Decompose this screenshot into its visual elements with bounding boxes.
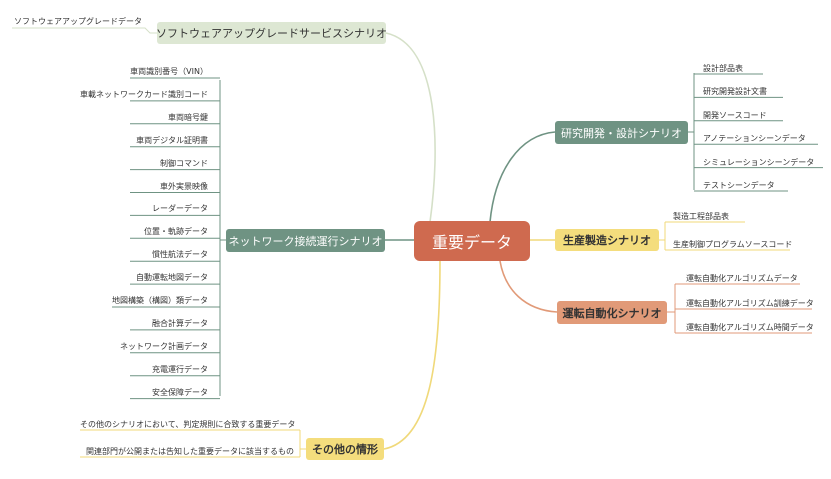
leaf-rnd-design-2[interactable]: 開発ソースコード	[703, 110, 767, 120]
leaf-network-operation-12[interactable]: ネットワーク計画データ	[120, 341, 208, 351]
leaf-autonomous-2[interactable]: 運転自動化アルゴリズム時間データ	[686, 323, 814, 332]
leaf-software-upgrade-data[interactable]: ソフトウェアアップグレードデータ	[14, 17, 142, 26]
leaf-autonomous-1[interactable]: 運転自動化アルゴリズム訓練データ	[686, 299, 814, 308]
leaf-network-operation-1[interactable]: 車載ネットワークカード識別コード	[80, 89, 208, 99]
leaf-network-operation-13[interactable]: 充電運行データ	[152, 364, 208, 374]
branch-software-upgrade[interactable]: ソフトウェアアップグレードサービスシナリオ	[156, 22, 387, 44]
leaf-network-operation-9[interactable]: 自動運転地図データ	[136, 273, 208, 283]
leaf-rnd-design-5[interactable]: テストシーンデータ	[703, 181, 775, 190]
branch-other[interactable]: その他の情形	[306, 438, 384, 460]
leaf-network-operation-11[interactable]: 融合計算データ	[152, 318, 208, 328]
leaf-autonomous-0[interactable]: 運転自動化アルゴリズムデータ	[686, 274, 798, 283]
leaf-manufacturing-1[interactable]: 生産制御プログラムソースコード	[673, 240, 793, 249]
leaf-rnd-design-1[interactable]: 研究開発設計文書	[703, 87, 767, 97]
branch-rnd-design[interactable]: 研究開発・設計シナリオ	[555, 121, 688, 144]
leaf-network-operation-14[interactable]: 安全保障データ	[152, 387, 208, 397]
leaf-network-operation-10[interactable]: 地図構築（構図）類データ	[112, 296, 208, 305]
leaf-network-operation-7[interactable]: 位置・軌跡データ	[144, 227, 208, 237]
leaf-rnd-design-0[interactable]: 設計部品表	[703, 64, 743, 73]
leaf-other-0[interactable]: その他のシナリオにおいて、判定規則に合致する重要データ	[80, 420, 296, 429]
leaf-manufacturing-0[interactable]: 製造工程部品表	[673, 212, 729, 221]
leaf-rnd-design-3[interactable]: アノテーションシーンデータ	[703, 134, 806, 144]
central-topic[interactable]: 重要データ	[414, 221, 530, 261]
leaf-network-operation-6[interactable]: レーダーデータ	[152, 204, 208, 214]
leaf-network-operation-8[interactable]: 慣性航法データ	[152, 250, 208, 260]
leaf-other-1[interactable]: 関連部門が公開または告知した重要データに該当するもの	[86, 447, 294, 456]
leaf-rnd-design-4[interactable]: シミュレーションシーンデータ	[703, 157, 815, 167]
leaf-network-operation-5[interactable]: 車外実景映像	[160, 181, 208, 191]
leaf-network-operation-0[interactable]: 車両識別番号（VIN）	[130, 67, 208, 76]
branch-network-operation[interactable]: ネットワーク接続運行シナリオ	[226, 229, 385, 252]
leaf-network-operation-4[interactable]: 制御コマンド	[160, 158, 208, 168]
branch-manufacturing[interactable]: 生産製造シナリオ	[555, 229, 659, 251]
branch-autonomous[interactable]: 運転自動化シナリオ	[557, 301, 667, 324]
leaf-network-operation-3[interactable]: 車両デジタル証明書	[136, 135, 208, 145]
leaf-network-operation-2[interactable]: 車両暗号鍵	[168, 112, 208, 122]
